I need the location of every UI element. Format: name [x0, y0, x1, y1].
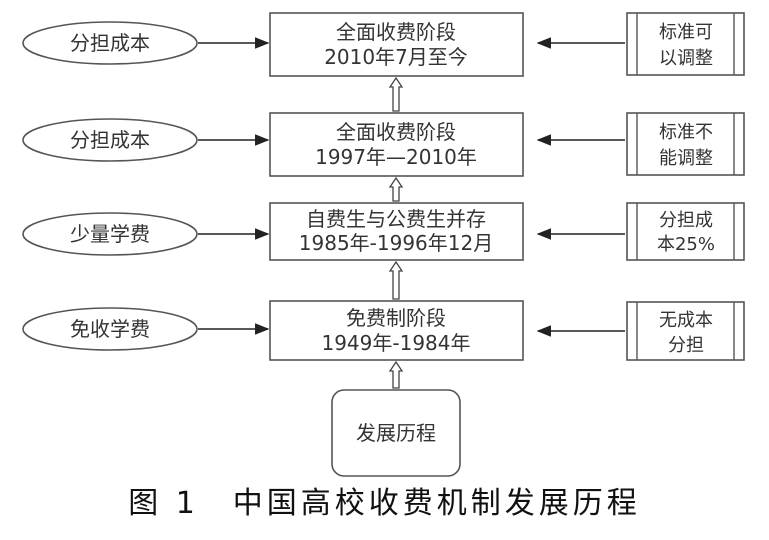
stage-row-1949-1984: 免费制阶段 1949年-1984年 免收学费 无成本 分担 — [22, 300, 745, 361]
left-ellipse — [22, 212, 198, 256]
stage-box — [269, 202, 524, 261]
right-box-line1: 分担成 — [659, 210, 713, 231]
left-ellipse-label: 分担成本 — [70, 31, 150, 55]
up-arrow-icon — [388, 176, 404, 202]
stage-period: 1949年-1984年 — [321, 331, 470, 355]
stage-title: 全面收费阶段 — [336, 20, 456, 44]
up-arrow-icon — [388, 360, 404, 389]
stage-period: 1985年-1996年12月 — [299, 231, 493, 255]
right-box — [626, 202, 745, 261]
stage-box — [269, 112, 524, 177]
right-box — [626, 112, 745, 176]
left-ellipse-label: 少量学费 — [70, 222, 150, 246]
right-box — [626, 301, 745, 361]
left-ellipse — [22, 21, 198, 65]
figure-caption: 图 1 中国高校收费机制发展历程 — [128, 486, 641, 521]
stage-period: 2010年7月至今 — [324, 45, 468, 69]
stage-box — [269, 300, 524, 361]
left-ellipse-label: 免收学费 — [70, 317, 150, 341]
right-box-line2: 分担 — [668, 335, 704, 356]
stage-box — [269, 12, 524, 77]
left-ellipse-label: 分担成本 — [70, 128, 150, 152]
stage-row-2010-present: 全面收费阶段 2010年7月至今 分担成本 标准可 以调整 — [22, 12, 745, 77]
right-box-line1: 标准可 — [659, 22, 713, 43]
origin-label: 发展历程 — [356, 421, 436, 445]
origin-box — [331, 389, 461, 477]
up-arrow-icon — [388, 76, 404, 112]
right-box-line2: 本25% — [657, 234, 715, 255]
right-box — [626, 12, 745, 76]
stage-period: 1997年—2010年 — [315, 145, 477, 169]
stage-title: 全面收费阶段 — [336, 120, 456, 144]
right-box-line2: 能调整 — [659, 148, 713, 169]
stage-row-1997-2010: 全面收费阶段 1997年—2010年 分担成本 标准不 能调整 — [22, 112, 745, 177]
right-box-line1: 标准不 — [659, 122, 713, 143]
up-arrow-icon — [388, 260, 404, 300]
stage-row-1985-1996: 自费生与公费生并存 1985年-1996年12月 少量学费 分担成 本25% — [22, 202, 745, 261]
stage-title: 免费制阶段 — [346, 306, 446, 330]
right-box-line2: 以调整 — [659, 48, 713, 69]
left-ellipse — [22, 118, 198, 162]
stage-title: 自费生与公费生并存 — [306, 207, 486, 231]
left-ellipse — [22, 307, 198, 351]
right-box-line1: 无成本 — [659, 310, 713, 331]
